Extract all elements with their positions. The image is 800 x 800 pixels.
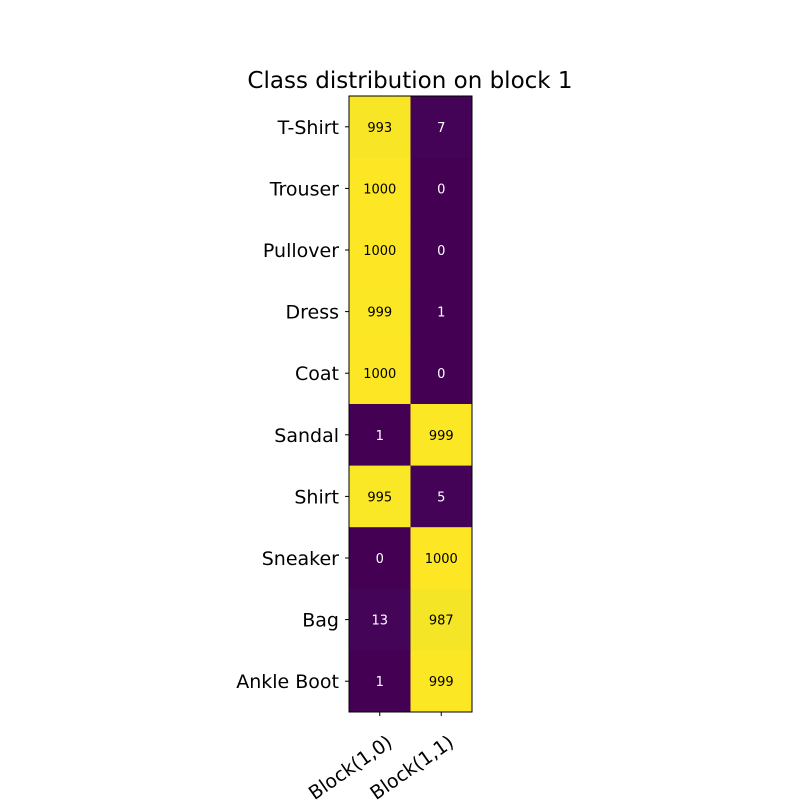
- cell-value-label: 7: [437, 121, 445, 136]
- cell-value-label: 1000: [363, 367, 396, 382]
- heatmap-cell: [410, 588, 473, 651]
- heatmap-cell: [349, 588, 411, 651]
- heatmap-cell: [349, 96, 411, 159]
- heatmap-cell: [410, 527, 473, 590]
- cell-value-label: 1: [376, 429, 384, 444]
- y-tick-label: T-Shirt: [277, 117, 339, 139]
- plot-frame: [348, 95, 473, 713]
- y-tick-label: Pullover: [263, 240, 339, 262]
- cell-value-label: 999: [367, 306, 392, 321]
- cell-value-label: 0: [437, 244, 445, 259]
- cell-value-label: 987: [429, 614, 454, 629]
- x-axis-ticks: Block(1,0)Block(1,1): [305, 712, 458, 800]
- y-tick-label: Sandal: [274, 425, 339, 447]
- cell-value-label: 13: [371, 614, 388, 629]
- cell-value-label: 995: [367, 490, 392, 505]
- y-tick-label: Trouser: [269, 178, 339, 200]
- cell-value-label: 0: [437, 182, 445, 197]
- cell-value-label: 999: [429, 429, 454, 444]
- cell-value-label: 1000: [363, 182, 396, 197]
- heatmap-cell: [349, 157, 411, 220]
- heatmap-cell: [349, 280, 411, 343]
- y-axis-ticks: T-ShirtTrouserPulloverDressCoatSandalShi…: [236, 117, 349, 693]
- y-tick-label: Ankle Boot: [236, 671, 339, 693]
- cell-value-label: 1000: [363, 244, 396, 259]
- cell-value-label: 1000: [425, 552, 458, 567]
- chart-title: Class distribution on block 1: [247, 68, 572, 94]
- y-tick-label: Sneaker: [262, 548, 339, 570]
- cell-value-label: 5: [437, 490, 445, 505]
- heatmap-cell: [410, 157, 473, 220]
- heatmap-cell: [349, 527, 411, 590]
- y-tick-label: Coat: [295, 363, 339, 385]
- cell-value-label: 1: [437, 306, 445, 321]
- cell-value-label: 1: [376, 675, 384, 690]
- cell-value-label: 0: [437, 367, 445, 382]
- y-tick-label: Bag: [302, 610, 339, 632]
- heatmap-cell: [349, 219, 411, 282]
- heatmap-cell: [410, 96, 473, 159]
- cell-value-label: 993: [367, 121, 392, 136]
- y-tick-label: Shirt: [294, 486, 339, 508]
- cell-value-label: 999: [429, 675, 454, 690]
- heatmap-cell: [349, 465, 411, 528]
- heatmap-cell: [410, 342, 473, 405]
- y-tick-label: Dress: [285, 302, 339, 324]
- cell-labels: 993 7 1000 0 1000 0 999 1 1000 0 1 999 995 5 0 1000 13 98…: [363, 121, 458, 690]
- heatmap-cell: [349, 404, 411, 467]
- heatmap-cells: [349, 96, 473, 713]
- heatmap-cell: [410, 280, 473, 343]
- heatmap-cell: [410, 404, 473, 467]
- cell-value-label: 0: [376, 552, 384, 567]
- heatmap-cell: [349, 342, 411, 405]
- heatmap-cell: [410, 219, 473, 282]
- heatmap-cell: [410, 650, 473, 713]
- heatmap-cell: [349, 650, 411, 713]
- heatmap-cell: [410, 465, 473, 528]
